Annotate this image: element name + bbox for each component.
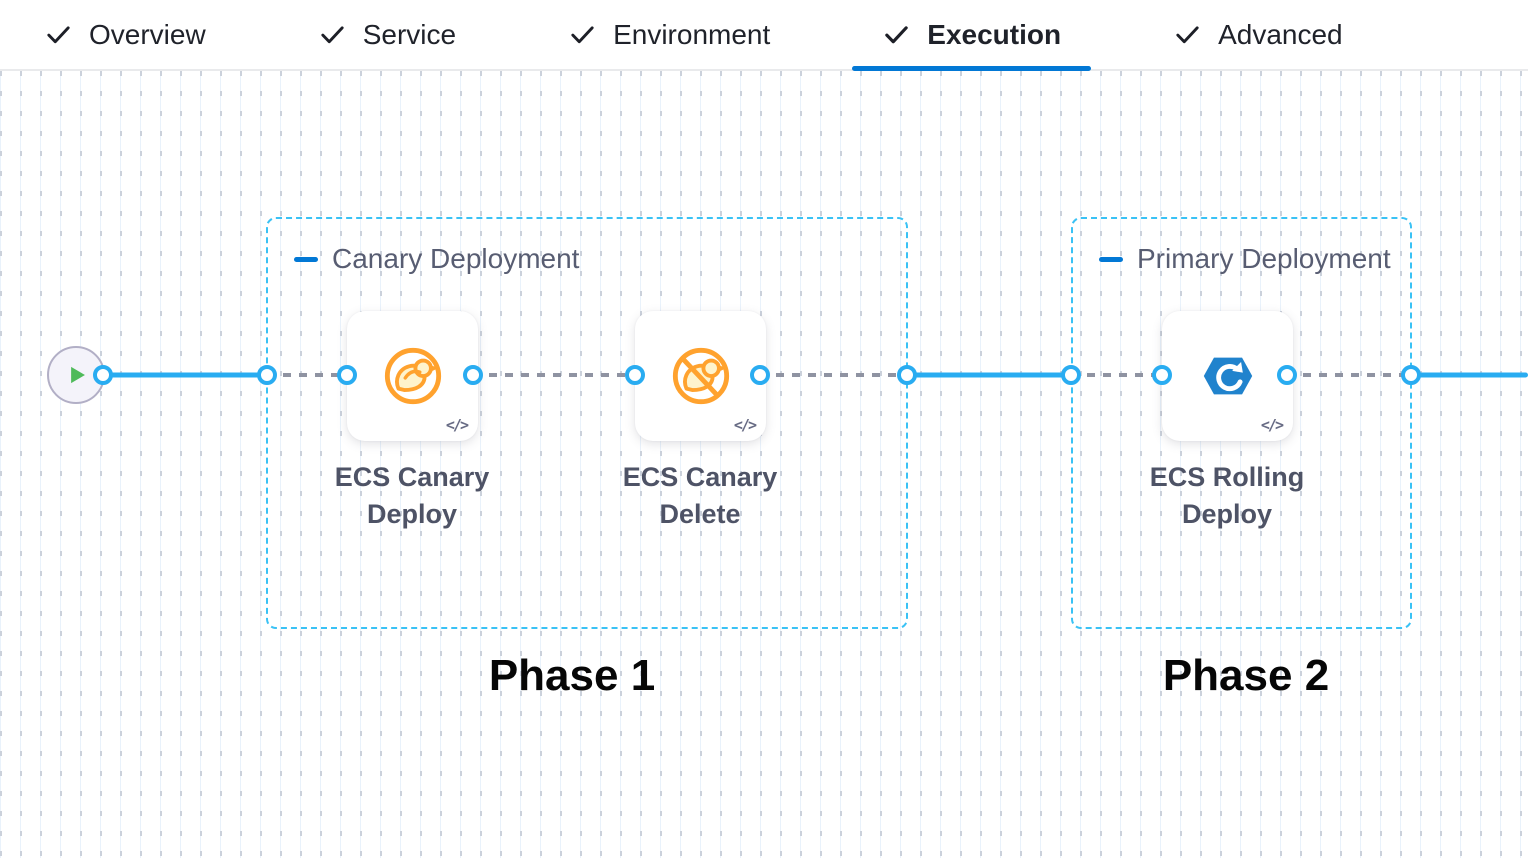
port-step3-in[interactable]: [1152, 365, 1172, 385]
step-label-ecs-canary-deploy: ECS Canary Deploy: [334, 462, 490, 530]
tab-label: Overview: [89, 18, 206, 50]
stage-group-primary-deployment: Primary Deployment: [1071, 217, 1412, 629]
check-icon: [882, 20, 911, 49]
edge-stage2-out: [1411, 372, 1528, 378]
tab-execution[interactable]: Execution: [852, 0, 1091, 71]
collapse-minus-icon[interactable]: [1099, 256, 1123, 262]
edge-stage1-to-stage2: [907, 372, 1071, 378]
step-label-ecs-canary-delete: ECS Canary Delete: [622, 462, 778, 530]
edge-start-to-stage1: [103, 372, 267, 378]
tab-label: Environment: [613, 18, 771, 50]
stage-group-canary-deployment: Canary Deployment: [266, 217, 908, 629]
tab-service[interactable]: Service: [288, 0, 486, 69]
port-stage2-out[interactable]: [1401, 365, 1421, 385]
ecs-canary-delete-icon: [672, 347, 729, 405]
check-icon: [44, 20, 73, 49]
step-card-ecs-rolling-deploy[interactable]: </>: [1162, 311, 1293, 441]
group-title: Canary Deployment: [332, 243, 580, 274]
port-stage1-out[interactable]: [897, 365, 917, 385]
collapse-minus-icon[interactable]: [294, 256, 318, 262]
pipeline-canvas[interactable]: Canary Deployment Primary Deployment: [0, 71, 1528, 858]
port-step1-in[interactable]: [337, 365, 357, 385]
port-stage2-in[interactable]: [1061, 365, 1081, 385]
code-badge: </>: [733, 416, 757, 434]
port-step2-out[interactable]: [750, 365, 770, 385]
phase-1-label: Phase 1: [488, 651, 656, 700]
code-badge: </>: [1260, 416, 1284, 434]
code-badge: </>: [445, 416, 469, 434]
edge-stage2-in-to-step3: [1071, 373, 1162, 377]
port-start-out[interactable]: [93, 365, 113, 385]
tab-advanced[interactable]: Advanced: [1143, 0, 1373, 69]
step-card-ecs-canary-delete[interactable]: </>: [635, 311, 766, 441]
tab-label: Advanced: [1218, 18, 1343, 50]
port-stage1-in[interactable]: [257, 365, 277, 385]
phase-2-label: Phase 2: [1162, 651, 1330, 700]
group-header: Primary Deployment: [1099, 243, 1391, 275]
ecs-canary-deploy-icon: [384, 347, 441, 405]
edge-step3-to-stage2-out: [1287, 373, 1411, 377]
check-icon: [568, 20, 597, 49]
tab-label: Service: [362, 18, 457, 50]
group-title: Primary Deployment: [1137, 243, 1391, 274]
tab-environment[interactable]: Environment: [538, 0, 800, 69]
tab-overview[interactable]: Overview: [14, 0, 236, 69]
edge-step2-to-stage1-out: [760, 373, 907, 377]
tab-label: Execution: [927, 18, 1062, 50]
edge-step1-to-step2: [473, 373, 635, 377]
port-step2-in[interactable]: [625, 365, 645, 385]
port-step3-out[interactable]: [1277, 365, 1297, 385]
check-icon: [1173, 20, 1202, 49]
group-header: Canary Deployment: [294, 243, 579, 275]
step-card-ecs-canary-deploy[interactable]: </>: [347, 311, 478, 441]
check-icon: [318, 20, 347, 49]
port-step1-out[interactable]: [463, 365, 483, 385]
stage-tab-bar: Overview Service Environment Execution A…: [0, 0, 1528, 71]
step-label-ecs-rolling-deploy: ECS Rolling Deploy: [1149, 462, 1305, 530]
play-icon: [71, 366, 85, 384]
ecs-rolling-deploy-icon: [1203, 357, 1252, 395]
edge-stage1-in-to-step1: [267, 373, 347, 377]
